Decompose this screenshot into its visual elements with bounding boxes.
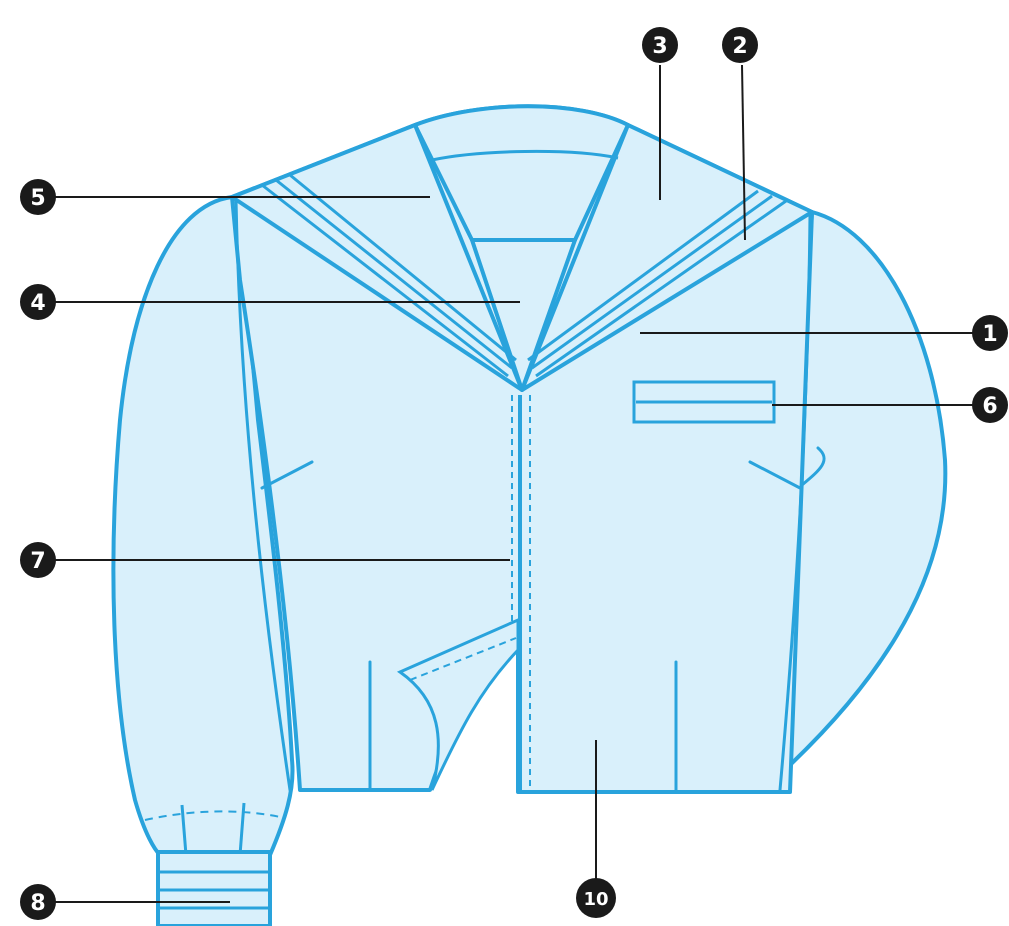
- svg-text:6: 6: [982, 394, 997, 419]
- callout-2: 2: [722, 27, 758, 63]
- callout-4: 4: [20, 284, 56, 320]
- callout-1: 1: [972, 315, 1008, 351]
- svg-text:7: 7: [30, 549, 45, 574]
- callout-8: 8: [20, 884, 56, 920]
- svg-text:5: 5: [30, 186, 45, 211]
- right-sleeve: [790, 212, 945, 765]
- callout-7: 7: [20, 542, 56, 578]
- svg-text:2: 2: [732, 34, 747, 59]
- chest-pocket: [634, 382, 774, 422]
- svg-text:3: 3: [652, 34, 667, 59]
- callout-6: 6: [972, 387, 1008, 423]
- svg-text:4: 4: [30, 291, 45, 316]
- callout-5: 5: [20, 179, 56, 215]
- callout-3: 3: [642, 27, 678, 63]
- callout-10: 10: [576, 878, 616, 918]
- svg-text:1: 1: [982, 322, 997, 347]
- svg-text:10: 10: [583, 889, 608, 910]
- svg-text:8: 8: [30, 891, 45, 916]
